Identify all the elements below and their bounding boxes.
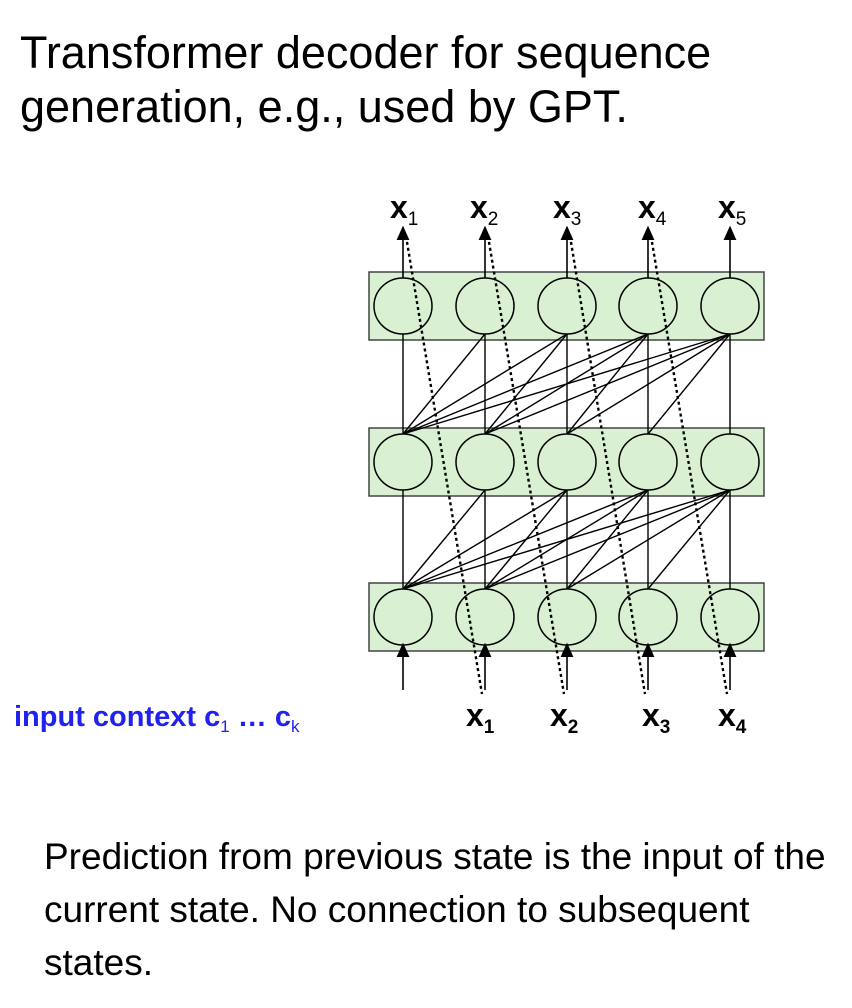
layer-bottom-node-1 bbox=[373, 588, 433, 646]
layer-bottom-node-4 bbox=[618, 588, 678, 646]
layer-top-node-5 bbox=[700, 277, 760, 335]
feedback-line-2 bbox=[486, 235, 566, 695]
feedback-line-3 bbox=[568, 235, 647, 695]
layer-bottom-node-5 bbox=[700, 588, 760, 646]
input-token-4: x4 bbox=[718, 697, 747, 738]
connection-layer-bottom-2-to-layer-middle-3 bbox=[484, 489, 568, 590]
layer-top-node-4 bbox=[618, 277, 678, 335]
feedback-line-4 bbox=[649, 235, 729, 695]
output-token-1: x1 bbox=[390, 189, 419, 230]
layer-middle-node-5 bbox=[700, 433, 760, 491]
context-label-sub-1: 1 bbox=[220, 717, 230, 736]
layer-bottom-node-2 bbox=[455, 588, 515, 646]
connection-layer-middle-2-to-layer-top-3 bbox=[484, 333, 568, 435]
layer-top-node-3 bbox=[537, 277, 597, 335]
layer-middle-node-3 bbox=[537, 433, 597, 491]
input-token-2: x2 bbox=[550, 697, 579, 738]
connection-layer-bottom-3-to-layer-middle-4 bbox=[566, 489, 649, 590]
output-token-2: x2 bbox=[470, 189, 499, 230]
connection-layer-middle-4-to-layer-top-5 bbox=[647, 333, 731, 435]
layer-top-node-2 bbox=[455, 277, 515, 335]
context-label-sub-k: k bbox=[290, 717, 300, 736]
context-label-prefix: input context c bbox=[14, 701, 221, 733]
feedback-line-1 bbox=[404, 235, 484, 695]
connection-layer-middle-1-to-layer-top-2 bbox=[402, 333, 486, 435]
context-label-ellipsis: … c bbox=[229, 701, 291, 733]
output-token-4: x4 bbox=[638, 189, 667, 230]
connection-layer-middle-3-to-layer-top-4 bbox=[566, 333, 649, 435]
caption: Prediction from previous state is the in… bbox=[44, 836, 826, 983]
input-context-label: input context c1 … ck bbox=[14, 700, 299, 744]
input-token-3: x3 bbox=[642, 697, 671, 738]
layer-middle-node-1 bbox=[373, 433, 433, 491]
layer-top-node-1 bbox=[373, 277, 433, 335]
output-token-5: x5 bbox=[718, 189, 747, 230]
connection-layer-bottom-1-to-layer-middle-2 bbox=[402, 489, 486, 590]
layer-middle-node-4 bbox=[618, 433, 678, 491]
connection-layer-bottom-4-to-layer-middle-5 bbox=[647, 489, 731, 590]
output-token-3: x3 bbox=[553, 189, 582, 230]
layer-bottom-node-3 bbox=[537, 588, 597, 646]
input-token-1: x1 bbox=[466, 697, 495, 738]
layer-middle-node-2 bbox=[455, 433, 515, 491]
page-title: Transformer decoder for sequence generat… bbox=[20, 27, 712, 132]
